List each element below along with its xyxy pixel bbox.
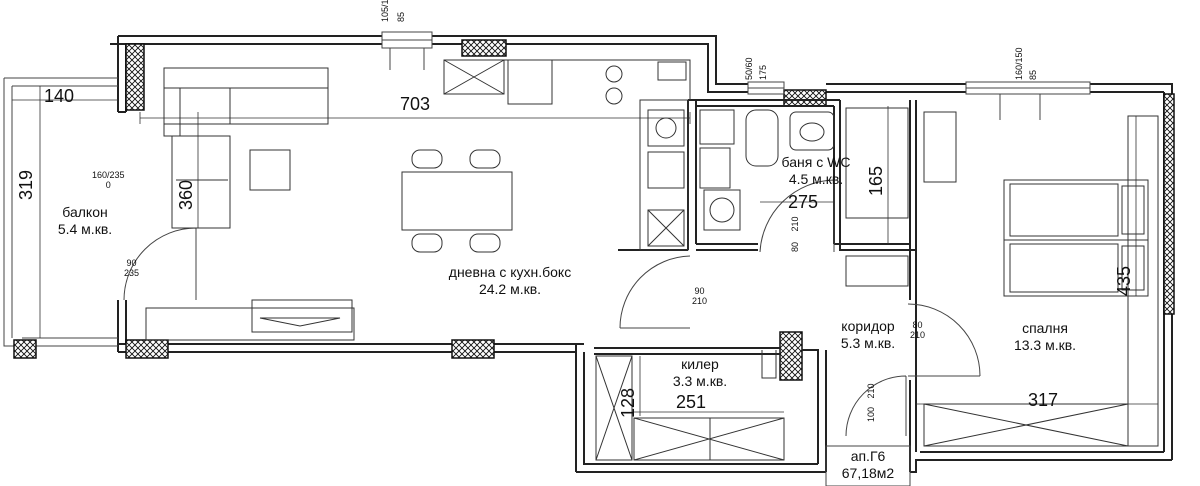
dim-balcony-width: 140 — [44, 86, 75, 106]
apartment-label-box — [825, 445, 911, 486]
room-bedroom-area: 13.3 м.кв. — [1013, 337, 1077, 353]
window-bath-sill: 175 — [758, 64, 768, 80]
dim-storage-width: 251 — [676, 392, 707, 412]
room-living-name: дневна с кухн.бокс — [448, 264, 572, 280]
window-living-annot: 105/150 — [380, 0, 390, 22]
dim-living-depth: 360 — [176, 179, 196, 210]
outer-walls — [3, 35, 1173, 473]
room-storage-area: 3.3 м.кв. — [672, 373, 728, 389]
room-bathroom: баня с WC 4.5 м.кв. — [768, 154, 864, 188]
room-balcony: балкон 5.4 м.кв. — [50, 204, 120, 238]
room-bedroom: спалня 13.3 м.кв. — [1000, 320, 1090, 354]
door-bath-height: 210 — [790, 216, 800, 232]
dim-bath-depth: 165 — [866, 165, 886, 196]
room-storage: килер 3.3 м.кв. — [660, 356, 740, 390]
room-bathroom-name: баня с WC — [781, 154, 851, 170]
door-bedroom-annot: 80 210 — [910, 320, 925, 340]
structural-columns — [13, 39, 1175, 381]
dim-storage-depth: 128 — [618, 387, 638, 418]
doors — [123, 179, 981, 437]
door-bedroom-height: 210 — [910, 330, 926, 340]
apartment-area: 67,18м2 — [841, 465, 895, 481]
room-corridor-name: коридор — [841, 318, 895, 334]
balcony-door-sill: 0 — [105, 180, 111, 190]
dim-bath-width: 275 — [788, 192, 819, 212]
apartment-id: ап.Г6 — [850, 448, 886, 464]
furniture — [145, 59, 1159, 461]
door-living-width: 90 — [694, 286, 705, 296]
room-living: дневна с кухн.бокс 24.2 м.кв. — [420, 264, 600, 298]
door-entrance-height: 210 — [866, 383, 876, 399]
door-bedroom-width: 80 — [912, 320, 923, 330]
door-balcony-living-height: 235 — [124, 268, 140, 278]
door-entrance-annot: 100 210 — [866, 383, 876, 422]
windows — [381, 31, 1091, 120]
window-living-sill: 85 — [396, 11, 406, 22]
dimension-lines — [12, 86, 1158, 416]
room-bathroom-area: 4.5 м.кв. — [788, 171, 844, 187]
room-corridor-area: 5.3 м.кв. — [840, 335, 896, 351]
room-corridor: коридор 5.3 м.кв. — [828, 318, 908, 352]
dim-balcony-depth: 319 — [16, 169, 36, 200]
window-bath-annot: 50/60 — [744, 57, 754, 80]
balcony-door-size: 160/235 — [92, 170, 125, 180]
room-balcony-area: 5.4 м.кв. — [57, 221, 113, 237]
apartment-label: ап.Г6 67,18м2 — [826, 448, 910, 482]
dim-bedroom-depth: 435 — [1114, 265, 1134, 296]
window-bedroom-annot: 160/150 — [1014, 47, 1024, 80]
door-balcony-living-width: 90 — [126, 258, 137, 268]
window-bedroom-sill: 85 — [1028, 69, 1038, 80]
room-storage-name: килер — [681, 356, 719, 372]
room-bedroom-name: спалня — [1022, 320, 1068, 336]
dim-bedroom-width: 317 — [1028, 390, 1059, 410]
door-living-height: 210 — [692, 296, 708, 306]
door-entrance-width: 100 — [866, 406, 876, 422]
room-living-area: 24.2 м.кв. — [478, 281, 542, 297]
window-living-size: 105/150 — [380, 0, 390, 22]
balcony-door-annot: 160/235 0 — [92, 170, 125, 190]
door-balcony-living-annot: 90 235 — [124, 258, 139, 278]
door-living-annot: 90 210 — [692, 286, 707, 306]
room-balcony-name: балкон — [62, 204, 108, 220]
dim-living-length: 703 — [400, 94, 431, 114]
door-bath-annot: 80 210 — [790, 216, 800, 252]
door-bath-width: 80 — [790, 241, 800, 252]
